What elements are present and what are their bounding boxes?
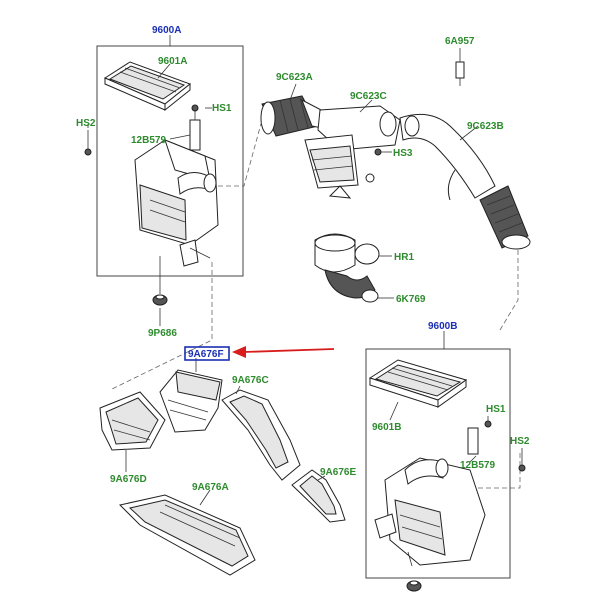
label-9c623a: 9C623A <box>276 72 313 83</box>
label-9601b: 9601B <box>372 422 401 433</box>
duct-9a676a <box>119 489 256 576</box>
air-cleaner-group-b <box>365 348 526 592</box>
sensor <box>455 48 465 86</box>
air-cleaner-group-a <box>84 45 244 326</box>
grommet-a <box>152 256 168 306</box>
duct-9a676c <box>221 385 301 481</box>
filter-element-b <box>368 359 468 421</box>
bracket-a <box>189 104 201 151</box>
label-12b579-a: 12B579 <box>131 135 166 146</box>
label-6k769: 6K769 <box>396 294 426 305</box>
label-9600b: 9600B <box>428 321 457 332</box>
label-9a676f: 9A676F <box>188 349 224 360</box>
label-hs3: HS3 <box>393 148 413 159</box>
highlight-box <box>184 346 230 361</box>
resonator-body <box>304 105 401 199</box>
label-9601a: 9601A <box>158 56 187 67</box>
screw-hs2-b <box>518 448 526 472</box>
duct-assembly <box>99 358 346 576</box>
label-9a676d: 9A676D <box>110 474 147 485</box>
air-cleaner-box-b <box>365 348 511 579</box>
hose-clamp <box>354 243 392 265</box>
label-9c623c: 9C623C <box>350 91 387 102</box>
label-9600a: 9600A <box>152 25 181 36</box>
label-hr1: HR1 <box>394 252 414 263</box>
screw-hs3 <box>374 148 392 156</box>
grommet-b <box>406 580 422 592</box>
label-hs2-a: HS2 <box>76 118 96 129</box>
label-9a676c: 9A676C <box>232 375 269 386</box>
hose-assembly <box>260 48 531 303</box>
label-hs2-b: HS2 <box>510 436 530 447</box>
screw-hs2-a <box>84 130 92 156</box>
label-9c623b: 9C623B <box>467 121 504 132</box>
duct-9a676d <box>99 391 166 451</box>
bracket-b <box>467 416 492 455</box>
air-cleaner-housing-b <box>374 457 486 567</box>
duct-9a676f <box>159 358 223 433</box>
label-hs1-b: HS1 <box>486 404 506 415</box>
filter-element-a <box>103 61 192 112</box>
connection-lines <box>109 119 521 489</box>
outlet-hose <box>399 113 531 250</box>
label-9a676e: 9A676E <box>320 467 356 478</box>
red-arrow <box>232 346 335 358</box>
elbow <box>314 233 394 303</box>
label-9p686: 9P686 <box>148 328 177 339</box>
label-hs1-a: HS1 <box>212 103 232 114</box>
label-6a957: 6A957 <box>445 36 475 47</box>
bellows-hose <box>260 95 326 137</box>
label-12b579-b: 12B579 <box>460 460 495 471</box>
duct-9a676e <box>291 469 346 523</box>
label-9a676a: 9A676A <box>192 482 229 493</box>
air-cleaner-housing-a <box>134 139 219 267</box>
